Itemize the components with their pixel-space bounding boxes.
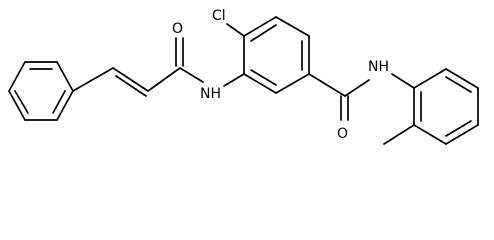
oxygen-atom-top: O (172, 21, 183, 37)
nitrogen-atom-right: NH (368, 59, 389, 75)
amide-nh-left: NH (179, 67, 245, 102)
nitrogen-atom-left: NH (200, 86, 221, 102)
chemical-structure-diagram: O NH Cl O NH (8, 8, 479, 145)
amide-nh-right: NH (344, 59, 415, 97)
carbonyl-right: O (308, 73, 349, 142)
vinyl-chain (72, 67, 181, 97)
oxygen-atom-bottom: O (337, 126, 348, 142)
carbonyl-left: O (172, 21, 184, 67)
chlorine-atom: Cl (212, 8, 226, 24)
tolyl-ring-right (413, 68, 479, 145)
phenyl-ring-left (8, 61, 74, 121)
methyl-group (383, 124, 415, 145)
chloro-substituent: Cl (212, 8, 245, 37)
central-benzene-ring (243, 16, 310, 94)
